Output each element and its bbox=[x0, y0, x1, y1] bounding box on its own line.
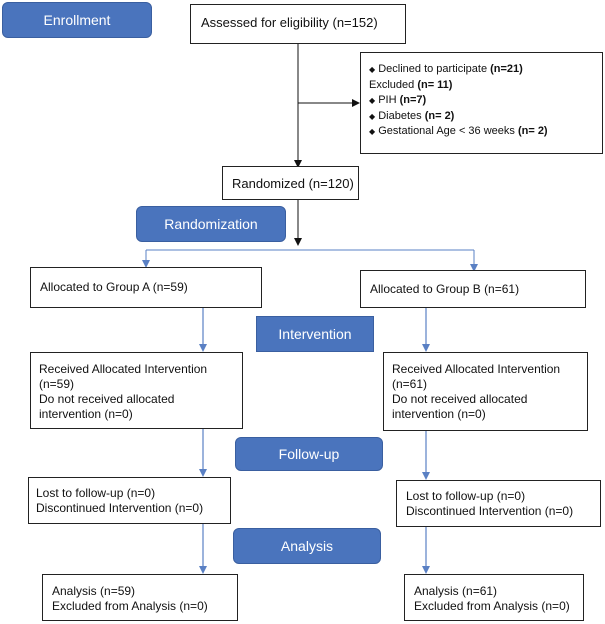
diabetes-label: Diabetes bbox=[378, 109, 425, 122]
stage-analysis-label: Analysis bbox=[280, 538, 334, 554]
declined-value: (n=21) bbox=[490, 63, 523, 75]
assessed-text: Assessed for eligibility (n=152) bbox=[201, 15, 378, 30]
group-a-received-line1: Received Allocated Intervention bbox=[39, 362, 208, 376]
group-a-discontinued-text: Discontinued Intervention (n=0) bbox=[36, 501, 204, 515]
group-b-received-line4: intervention (n=0) bbox=[392, 407, 486, 421]
gestational-label: Gestational Age < 36 weeks bbox=[378, 125, 518, 137]
group-b-followup-box: Lost to follow-up (n=0) Discontinued Int… bbox=[396, 480, 601, 527]
group-b-allocated-box: Allocated to Group B (n=61) bbox=[360, 270, 586, 308]
assessed-box: Assessed for eligibility (n=152) bbox=[190, 4, 406, 44]
group-a-allocated-box: Allocated to Group A (n=59) bbox=[30, 267, 262, 308]
group-b-received-line2: (n=61) bbox=[392, 377, 428, 391]
pih-line: ◆ PIH (n=7) bbox=[369, 93, 602, 109]
group-b-received-line3: Do not received allocated bbox=[392, 392, 528, 406]
randomized-text: Randomized (n=120) bbox=[232, 176, 354, 191]
randomized-box: Randomized (n=120) bbox=[222, 166, 359, 200]
stage-intervention-label: Intervention bbox=[278, 326, 352, 342]
diamond-bullet-icon: ◆ bbox=[369, 111, 376, 121]
excluded-label: Excluded bbox=[369, 78, 418, 91]
diabetes-line: ◆ Diabetes (n= 2) bbox=[369, 109, 602, 125]
stage-enrollment-label: Enrollment bbox=[43, 12, 111, 28]
group-b-lost-text: Lost to follow-up (n=0) bbox=[406, 489, 526, 503]
excluded-line: Excluded (n= 11) bbox=[369, 78, 602, 94]
group-a-followup-box: Lost to follow-up (n=0) Discontinued Int… bbox=[28, 477, 231, 524]
diamond-bullet-icon: ◆ bbox=[369, 65, 376, 74]
group-b-analysis-text: Analysis (n=61) bbox=[414, 584, 498, 598]
stage-followup: Follow-up bbox=[235, 437, 383, 471]
stage-intervention: Intervention bbox=[256, 316, 374, 352]
group-a-received-line4: intervention (n=0) bbox=[39, 407, 133, 421]
stage-randomization: Randomization bbox=[136, 206, 286, 242]
gestational-value: (n= 2) bbox=[517, 125, 548, 137]
stage-enrollment: Enrollment bbox=[2, 2, 152, 38]
excluded-value: (n= 11) bbox=[417, 78, 453, 91]
group-a-analysis-box: Analysis (n=59) Excluded from Analysis (… bbox=[42, 574, 238, 621]
group-a-received-line3: Do not received allocated bbox=[39, 392, 175, 406]
group-a-received-box: Received Allocated Intervention (n=59) D… bbox=[30, 352, 243, 429]
group-b-received-line1: Received Allocated Intervention bbox=[392, 362, 561, 376]
diabetes-value: (n= 2) bbox=[424, 109, 455, 122]
group-b-received-box: Received Allocated Intervention (n=61) D… bbox=[383, 352, 588, 431]
diamond-bullet-icon: ◆ bbox=[369, 127, 376, 136]
declined-line: ◆ Declined to participate (n=21) bbox=[369, 62, 602, 78]
group-b-excluded-text: Excluded from Analysis (n=0) bbox=[414, 599, 570, 613]
group-a-lost-text: Lost to follow-up (n=0) bbox=[36, 486, 156, 500]
group-a-excluded-text: Excluded from Analysis (n=0) bbox=[52, 599, 208, 613]
group-b-analysis-box: Analysis (n=61) Excluded from Analysis (… bbox=[404, 574, 584, 621]
diamond-bullet-icon: ◆ bbox=[369, 96, 376, 105]
group-b-discontinued-text: Discontinued Intervention (n=0) bbox=[406, 504, 574, 518]
exclusion-box: ◆ Declined to participate (n=21) Exclude… bbox=[360, 52, 603, 154]
pih-value: (n=7) bbox=[399, 94, 427, 106]
group-a-analysis-text: Analysis (n=59) bbox=[52, 584, 136, 598]
pih-label: PIH bbox=[378, 94, 400, 106]
group-b-allocated-text: Allocated to Group B (n=61) bbox=[370, 282, 520, 296]
stage-followup-label: Follow-up bbox=[278, 446, 340, 462]
group-a-allocated-text: Allocated to Group A (n=59) bbox=[40, 280, 188, 294]
group-a-received-line2: (n=59) bbox=[39, 377, 75, 391]
stage-analysis: Analysis bbox=[233, 528, 381, 564]
stage-randomization-label: Randomization bbox=[164, 216, 258, 232]
declined-label: Declined to participate bbox=[378, 63, 491, 75]
gestational-line: ◆ Gestational Age < 36 weeks (n= 2) bbox=[369, 124, 602, 140]
